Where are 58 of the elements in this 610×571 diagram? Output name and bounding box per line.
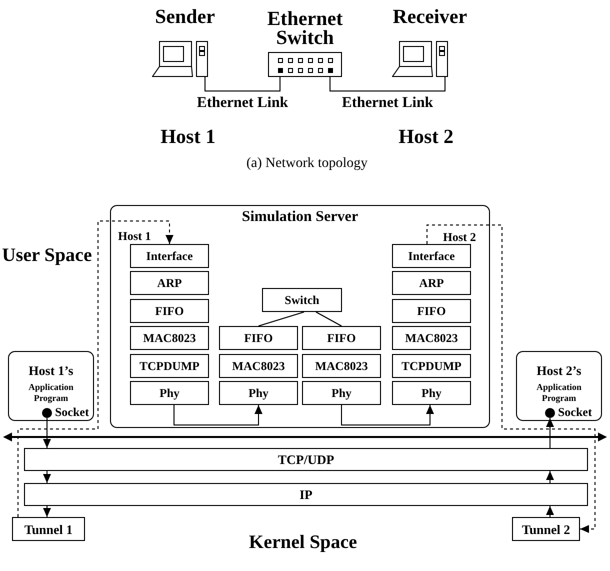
module-box: FIFO bbox=[302, 326, 381, 350]
module-box: FIFO bbox=[392, 299, 471, 323]
application-box bbox=[516, 351, 602, 421]
link-line bbox=[316, 312, 342, 326]
module-box: Phy bbox=[302, 381, 381, 405]
arrow bbox=[546, 470, 554, 484]
protocol-layer-band: TCP/UDP bbox=[24, 448, 588, 471]
link-line bbox=[204, 76, 280, 92]
module-box: Phy bbox=[219, 381, 298, 405]
dashed-arrow bbox=[18, 220, 174, 518]
tunnel-box: Tunnel 1 bbox=[12, 517, 85, 541]
socket-label: Socket bbox=[558, 405, 592, 419]
module-box: Phy bbox=[392, 381, 471, 405]
app-subtitle: Application Program bbox=[28, 382, 74, 404]
module-box: MAC8023 bbox=[219, 354, 298, 378]
arrow bbox=[546, 506, 554, 518]
host-label: Host 1 bbox=[160, 126, 216, 148]
arrow bbox=[546, 418, 554, 448]
server-panel bbox=[110, 205, 490, 428]
arrow bbox=[43, 418, 51, 448]
module-box: MAC8023 bbox=[302, 354, 381, 378]
region-label: Kernel Space bbox=[248, 532, 358, 554]
arrow bbox=[43, 470, 51, 484]
host-label: Host 1 bbox=[118, 229, 151, 243]
host-label: Host 2 bbox=[398, 126, 454, 148]
module-box: MAC8023 bbox=[130, 326, 209, 350]
app-title: Host 2’s bbox=[536, 363, 582, 378]
region-label: User Space bbox=[2, 245, 92, 267]
module-box: FIFO bbox=[130, 299, 209, 323]
host-label: Host 2 bbox=[443, 230, 476, 244]
caption: (a) Network topology bbox=[246, 155, 368, 172]
tunnel-box: Tunnel 2 bbox=[512, 517, 580, 541]
dashed-arrow bbox=[426, 224, 596, 533]
module-box: TCPDUMP bbox=[130, 354, 209, 378]
module-box: Switch bbox=[262, 288, 342, 312]
module-box: ARP bbox=[392, 271, 471, 295]
module-box: FIFO bbox=[219, 326, 298, 350]
switch-label: Ethernet Switch bbox=[266, 10, 344, 48]
app-title: Host 1’s bbox=[28, 363, 74, 378]
computer-label: Receiver bbox=[392, 6, 468, 28]
socket-dot-icon bbox=[545, 408, 555, 418]
module-box: Phy bbox=[130, 381, 209, 405]
protocol-layer-band: IP bbox=[24, 483, 588, 506]
socket-label: Socket bbox=[55, 405, 89, 419]
module-box: TCPDUMP bbox=[392, 354, 471, 378]
module-box: MAC8023 bbox=[392, 326, 471, 350]
module-box: Interface bbox=[392, 244, 471, 268]
arrow bbox=[43, 506, 51, 518]
module-box: ARP bbox=[130, 271, 209, 295]
module-box: Interface bbox=[130, 244, 209, 268]
arrow bbox=[341, 404, 434, 426]
panel-title: Simulation Server bbox=[242, 209, 358, 226]
arrow bbox=[174, 404, 262, 426]
app-subtitle: Application Program bbox=[536, 382, 582, 404]
computer-label: Sender bbox=[155, 6, 215, 28]
socket-dot-icon bbox=[42, 408, 52, 418]
application-box bbox=[8, 351, 94, 421]
link-line bbox=[330, 76, 446, 92]
